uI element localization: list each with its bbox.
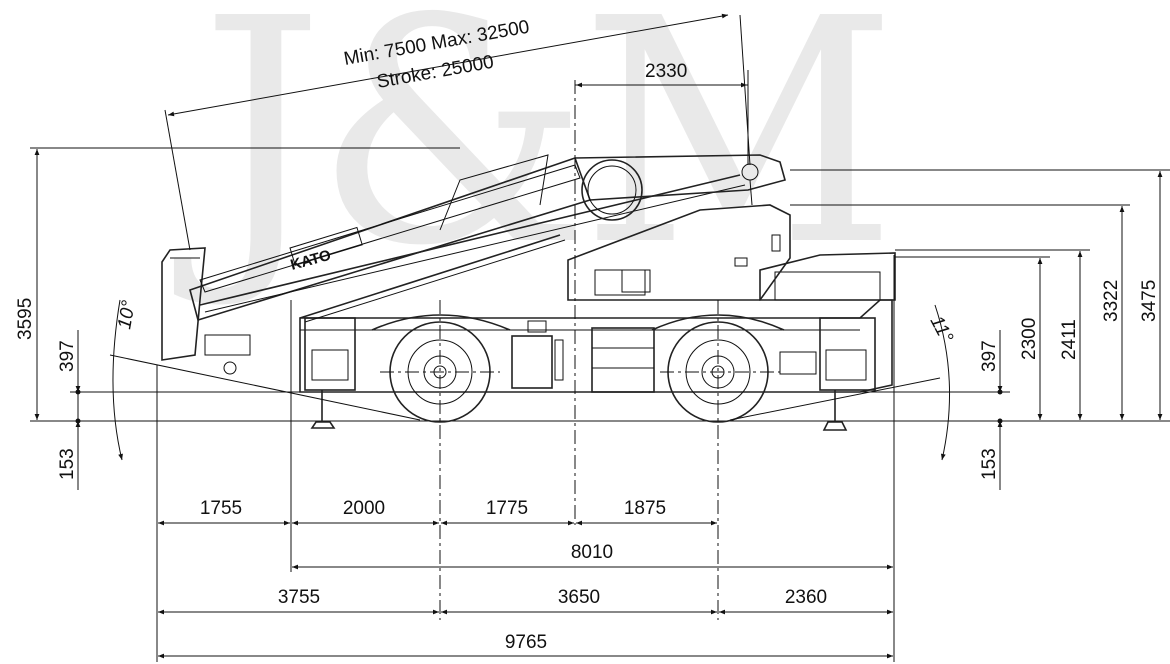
dim-row1-b: 2000 xyxy=(343,498,385,519)
horizontal-dimensions: 1755 2000 1775 1875 8010 3755 3650 2360 … xyxy=(158,498,893,659)
rear-outrigger xyxy=(779,317,876,431)
height-dimensions: 3595 3475 3322 2411 2300 xyxy=(15,149,1163,420)
front-fender xyxy=(371,314,511,331)
dim-outrigger-span: 8010 xyxy=(571,542,613,563)
center-lines xyxy=(380,80,780,620)
hoist-drum xyxy=(581,159,643,221)
boom-tip-offset-label: 2330 xyxy=(645,61,687,82)
dim-row1-c: 1775 xyxy=(486,498,528,519)
tank xyxy=(591,327,655,393)
battery-box xyxy=(511,335,553,389)
rear-fender xyxy=(651,314,785,331)
clearance-dimensions: 397 153 397 153 xyxy=(57,330,1003,490)
dim-row3-c: 2360 xyxy=(785,587,827,608)
front-outrigger xyxy=(304,317,356,429)
height-boom-top: 3475 xyxy=(1139,280,1160,322)
clearance-outrigger-right: 397 xyxy=(979,340,1000,372)
watermark: J&M xyxy=(171,0,888,314)
clearance-outrigger-left: 397 xyxy=(57,340,78,372)
engine-house xyxy=(759,252,896,301)
superstructure xyxy=(567,204,791,301)
height-overall-left: 3595 xyxy=(15,298,36,340)
dim-row1-a: 1755 xyxy=(200,498,242,519)
height-cab-top: 3322 xyxy=(1101,280,1122,322)
dim-row3-a: 3755 xyxy=(278,587,320,608)
dim-overall-length: 9765 xyxy=(505,632,547,653)
height-deck-front: 2300 xyxy=(1019,318,1040,360)
angle-indicators: 10° 11° xyxy=(109,299,958,461)
approach-angle: 10° xyxy=(114,299,140,331)
dim-row1-d: 1875 xyxy=(624,498,666,519)
clearance-ground-left: 153 xyxy=(57,448,78,480)
height-deck-rear: 2411 xyxy=(1059,319,1080,360)
clearance-ground-right: 153 xyxy=(979,448,1000,480)
departure-angle: 11° xyxy=(926,312,958,346)
dim-row3-b: 3650 xyxy=(558,587,600,608)
operator-cab xyxy=(161,247,206,361)
